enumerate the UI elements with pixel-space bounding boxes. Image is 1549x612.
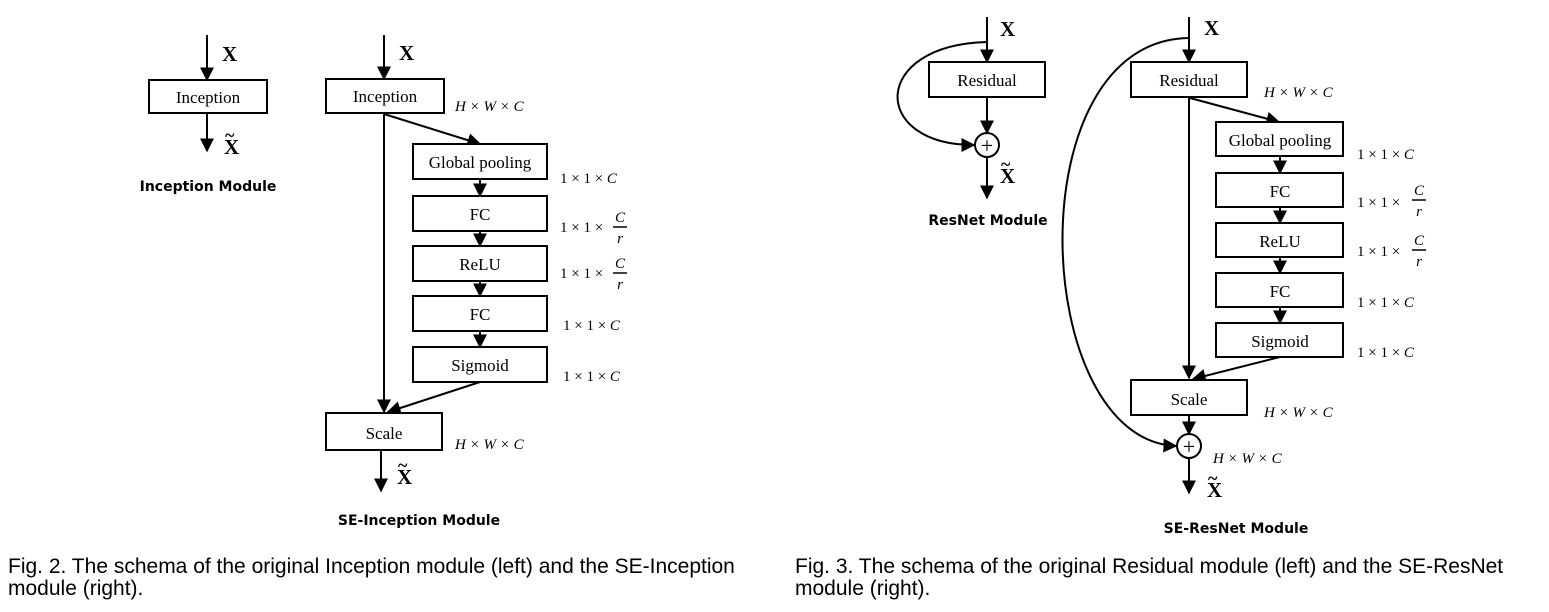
- inception-module: X Inception X ~ Inception Module: [140, 35, 277, 195]
- svg-text:r: r: [617, 277, 623, 293]
- output-x-tilde-label: X ~: [1207, 468, 1222, 502]
- sigmoid-block: [1215, 322, 1344, 358]
- dim-label-hwc: H × W × C: [454, 99, 525, 115]
- svg-text:1 × 1 ×: 1 × 1 ×: [1357, 195, 1400, 211]
- scale-block: [1130, 379, 1248, 416]
- se-resnet-module-title: SE-ResNet Module: [1164, 521, 1309, 537]
- sigmoid-block: [412, 346, 548, 383]
- dim-label-11c: 1 × 1 × C: [560, 171, 618, 187]
- squeeze-branch-arrow: [383, 113, 482, 147]
- svg-text:1 × 1 ×: 1 × 1 ×: [560, 220, 603, 236]
- svg-text:C: C: [615, 256, 626, 272]
- svg-text:r: r: [617, 231, 623, 247]
- svg-text:1 × 1 ×: 1 × 1 ×: [1357, 244, 1400, 260]
- fc-label-1: FC: [470, 205, 491, 224]
- fc-label-1: FC: [1270, 182, 1291, 201]
- x-tilde-mark: ~: [1208, 468, 1218, 488]
- residual-block: [928, 61, 1046, 98]
- svg-text:r: r: [1416, 204, 1422, 220]
- input-x-label: X: [399, 41, 414, 65]
- x-tilde-base: X: [1207, 478, 1222, 502]
- svg-text:C: C: [1414, 183, 1425, 199]
- add-node: +: [1176, 433, 1202, 459]
- scale-block: [325, 412, 443, 451]
- output-x-tilde-label: X ~: [1000, 154, 1015, 188]
- dim-label-hwc: H × W × C: [1263, 85, 1334, 101]
- inception-block-label: Inception: [353, 87, 418, 106]
- se-inception-module-title: SE-Inception Module: [338, 513, 500, 529]
- dim-label-11c: 1 × 1 × C: [563, 318, 621, 334]
- dim-label-11c: 1 × 1 × C: [1357, 345, 1415, 361]
- sigmoid-label: Sigmoid: [451, 356, 509, 375]
- inception-module-title: Inception Module: [140, 179, 277, 195]
- fig2-caption: Fig. 2. The schema of the original Incep…: [8, 555, 735, 600]
- dim-label-hwc: H × W × C: [1212, 451, 1283, 467]
- se-inception-module: X Inception H × W × C Global pooling 1 ×…: [325, 35, 627, 529]
- skip-connection: [896, 41, 988, 152]
- fc-label-2: FC: [470, 305, 491, 324]
- svg-text:1 × 1 ×: 1 × 1 ×: [560, 266, 603, 282]
- fc-block-1: [412, 195, 548, 232]
- dim-label-11c-over-r: 1 × 1 × C r: [560, 210, 627, 247]
- input-x-label: X: [222, 42, 237, 66]
- dim-label-11c-over-r: 1 × 1 × C r: [1357, 183, 1426, 220]
- dim-label-11c: 1 × 1 × C: [1357, 147, 1415, 163]
- input-x-label: X: [1204, 16, 1219, 40]
- resnet-module: X Residual + X ~ ResNet Module: [896, 17, 1048, 229]
- dim-label-hwc: H × W × C: [1263, 405, 1334, 421]
- global-pooling-label: Global pooling: [429, 153, 532, 172]
- relu-label: ReLU: [459, 255, 501, 274]
- add-symbol: +: [981, 133, 993, 158]
- scale-label: Scale: [1171, 390, 1208, 409]
- dim-label-hwc: H × W × C: [454, 437, 525, 453]
- excitation-arrow: [1191, 356, 1281, 383]
- output-x-tilde-label: X ~: [397, 455, 412, 489]
- dim-label-11c: 1 × 1 × C: [1357, 295, 1415, 311]
- scale-label: Scale: [366, 424, 403, 443]
- sigmoid-label: Sigmoid: [1251, 332, 1309, 351]
- x-tilde-base: X: [224, 135, 239, 159]
- svg-text:C: C: [615, 210, 626, 226]
- squeeze-branch-arrow: [1189, 97, 1281, 126]
- skip-connection: [1061, 37, 1190, 453]
- fig3-caption: Fig. 3. The schema of the original Resid…: [795, 555, 1504, 600]
- add-symbol: +: [1183, 434, 1195, 459]
- residual-block-label: Residual: [1159, 71, 1219, 90]
- svg-text:C: C: [1414, 233, 1425, 249]
- excitation-arrow: [386, 381, 481, 415]
- dim-label-11c: 1 × 1 × C: [563, 369, 621, 385]
- dim-label-11c-over-r: 1 × 1 × C r: [1357, 233, 1426, 270]
- x-tilde-base: X: [1000, 164, 1015, 188]
- residual-block-label: Residual: [957, 71, 1017, 90]
- svg-text:r: r: [1416, 254, 1422, 270]
- dim-label-11c-over-r: 1 × 1 × C r: [560, 256, 627, 293]
- global-pooling-block: [1215, 121, 1344, 157]
- x-tilde-mark: ~: [1001, 154, 1011, 174]
- output-x-tilde-label: X ~: [224, 125, 239, 159]
- resnet-module-title: ResNet Module: [928, 213, 1047, 229]
- x-tilde-mark: ~: [225, 125, 235, 145]
- fc-label-2: FC: [1270, 282, 1291, 301]
- x-tilde-base: X: [397, 465, 412, 489]
- residual-block: [1130, 61, 1248, 98]
- global-pooling-label: Global pooling: [1229, 131, 1332, 150]
- inception-block-label: Inception: [176, 88, 241, 107]
- input-x-label: X: [1000, 17, 1015, 41]
- global-pooling-block: [412, 143, 548, 180]
- add-node: +: [974, 132, 1000, 158]
- relu-label: ReLU: [1259, 232, 1301, 251]
- inception-block: [325, 78, 445, 114]
- x-tilde-mark: ~: [398, 455, 408, 475]
- se-resnet-module: X Residual H × W × C Global pooling 1 × …: [1061, 16, 1426, 537]
